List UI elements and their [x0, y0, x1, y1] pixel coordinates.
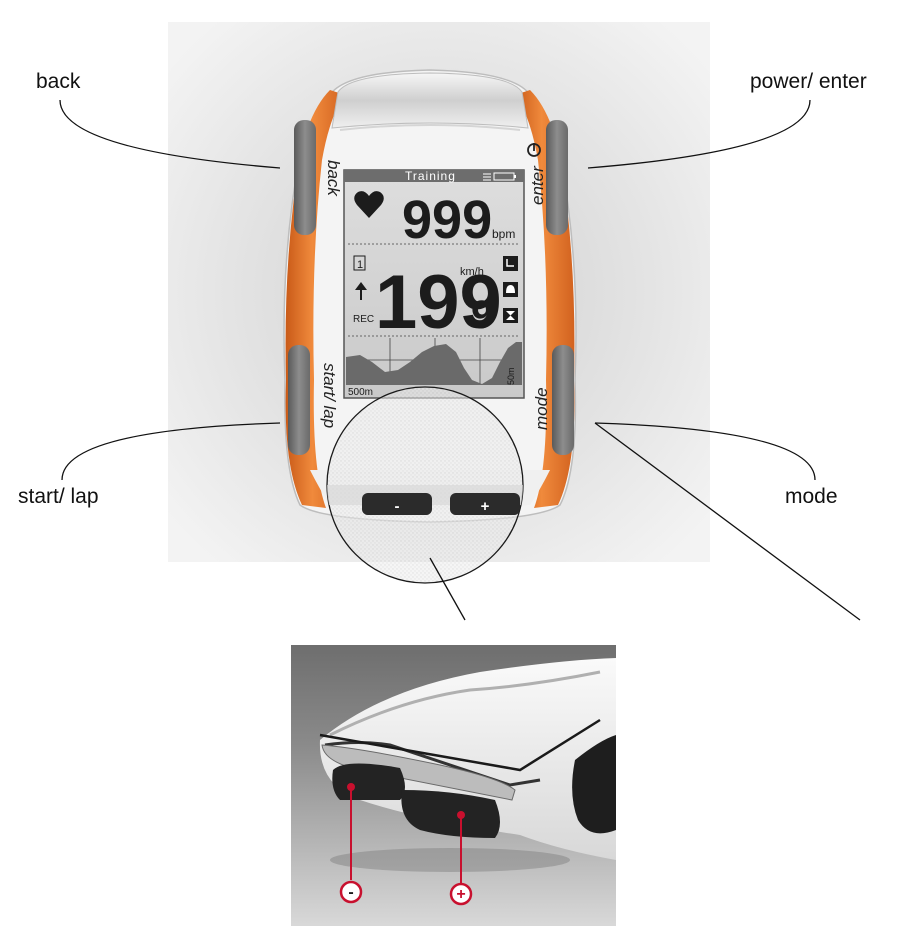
mode-button[interactable] [552, 345, 574, 455]
speed-unit: km/h [460, 266, 484, 278]
lap-indicator: 1 [357, 259, 363, 271]
back-button[interactable] [294, 120, 316, 235]
minus-callout-symbol: - [348, 884, 353, 901]
device-back-label: back [324, 160, 343, 197]
scale-y-label: 50m [506, 367, 516, 385]
plus-callout-symbol: + [456, 886, 465, 903]
plus-magnified-label: + [481, 498, 490, 515]
heart-rate-unit: bpm [492, 227, 515, 241]
scale-x-label: 500m [348, 387, 373, 398]
heart-rate-value: 999 [402, 190, 492, 250]
lcd-screen: Training 999 bpm 1 REC 199 9 km/h [344, 169, 524, 398]
power-enter-button[interactable] [546, 120, 568, 235]
device-enter-label: enter [528, 165, 547, 205]
hourglass-icon [503, 308, 518, 323]
rec-label: REC [353, 314, 374, 325]
speed-decimal-value: 9 [471, 293, 493, 337]
bell-icon [503, 282, 518, 297]
screen-title: Training [405, 169, 456, 183]
clock-icon [503, 256, 518, 271]
start-lap-button[interactable] [288, 345, 310, 455]
photo-minus-button [332, 763, 405, 800]
device-start-lap-label: start/ lap [320, 363, 339, 428]
minus-magnified-label: - [395, 498, 400, 515]
device-mode-label: mode [532, 387, 551, 430]
detail-photo: - + [291, 645, 616, 926]
